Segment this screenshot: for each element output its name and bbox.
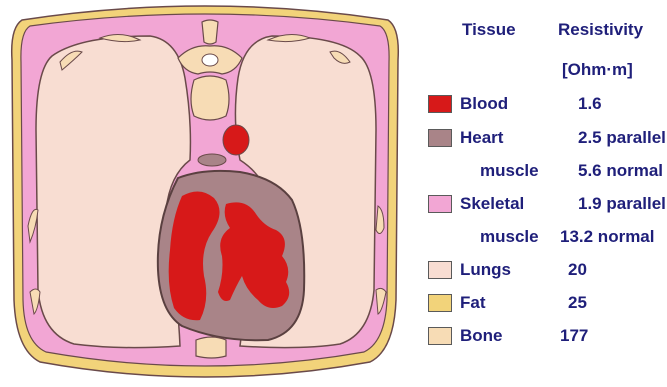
resistivity-value-lungs: 20 xyxy=(568,260,587,280)
swatch-skeletal xyxy=(428,195,452,213)
resistivity-value-skeletal: 1.9 parallel xyxy=(578,194,666,214)
swatch-blood xyxy=(428,95,452,113)
thorax-cross-section xyxy=(0,0,410,387)
swatch-lungs xyxy=(428,261,452,279)
tissue-name-bone: Bone xyxy=(460,326,503,346)
tissue-name-heart2: muscle xyxy=(480,161,539,181)
swatch-heart xyxy=(428,129,452,147)
vertebral-body xyxy=(191,76,229,120)
header-tissue: Tissue xyxy=(462,20,516,40)
swatch-fat xyxy=(428,294,452,312)
tissue-name-fat: Fat xyxy=(460,293,486,313)
tissue-name-blood: Blood xyxy=(460,94,508,114)
sternum xyxy=(196,337,226,358)
resistivity-value-fat: 25 xyxy=(568,293,587,313)
resistivity-value-heart: 2.5 parallel xyxy=(578,128,666,148)
tissue-name-lungs: Lungs xyxy=(460,260,511,280)
esophagus xyxy=(198,154,226,166)
swatch-bone xyxy=(428,327,452,345)
resistivity-unit: [Ohm·m] xyxy=(562,60,633,80)
resistivity-value-heart2: 5.6 normal xyxy=(578,161,663,181)
aorta xyxy=(223,125,249,155)
spinous-process xyxy=(202,20,218,44)
resistivity-value-blood: 1.6 xyxy=(578,94,602,114)
tissue-name-skeletal2: muscle xyxy=(480,227,539,247)
tissue-name-heart: Heart xyxy=(460,128,503,148)
resistivity-value-bone: 177 xyxy=(560,326,588,346)
resistivity-value-skeletal2: 13.2 normal xyxy=(560,227,655,247)
tissue-name-skeletal: Skeletal xyxy=(460,194,524,214)
header-resistivity: Resistivity xyxy=(558,20,643,40)
spinal-canal xyxy=(202,54,218,66)
